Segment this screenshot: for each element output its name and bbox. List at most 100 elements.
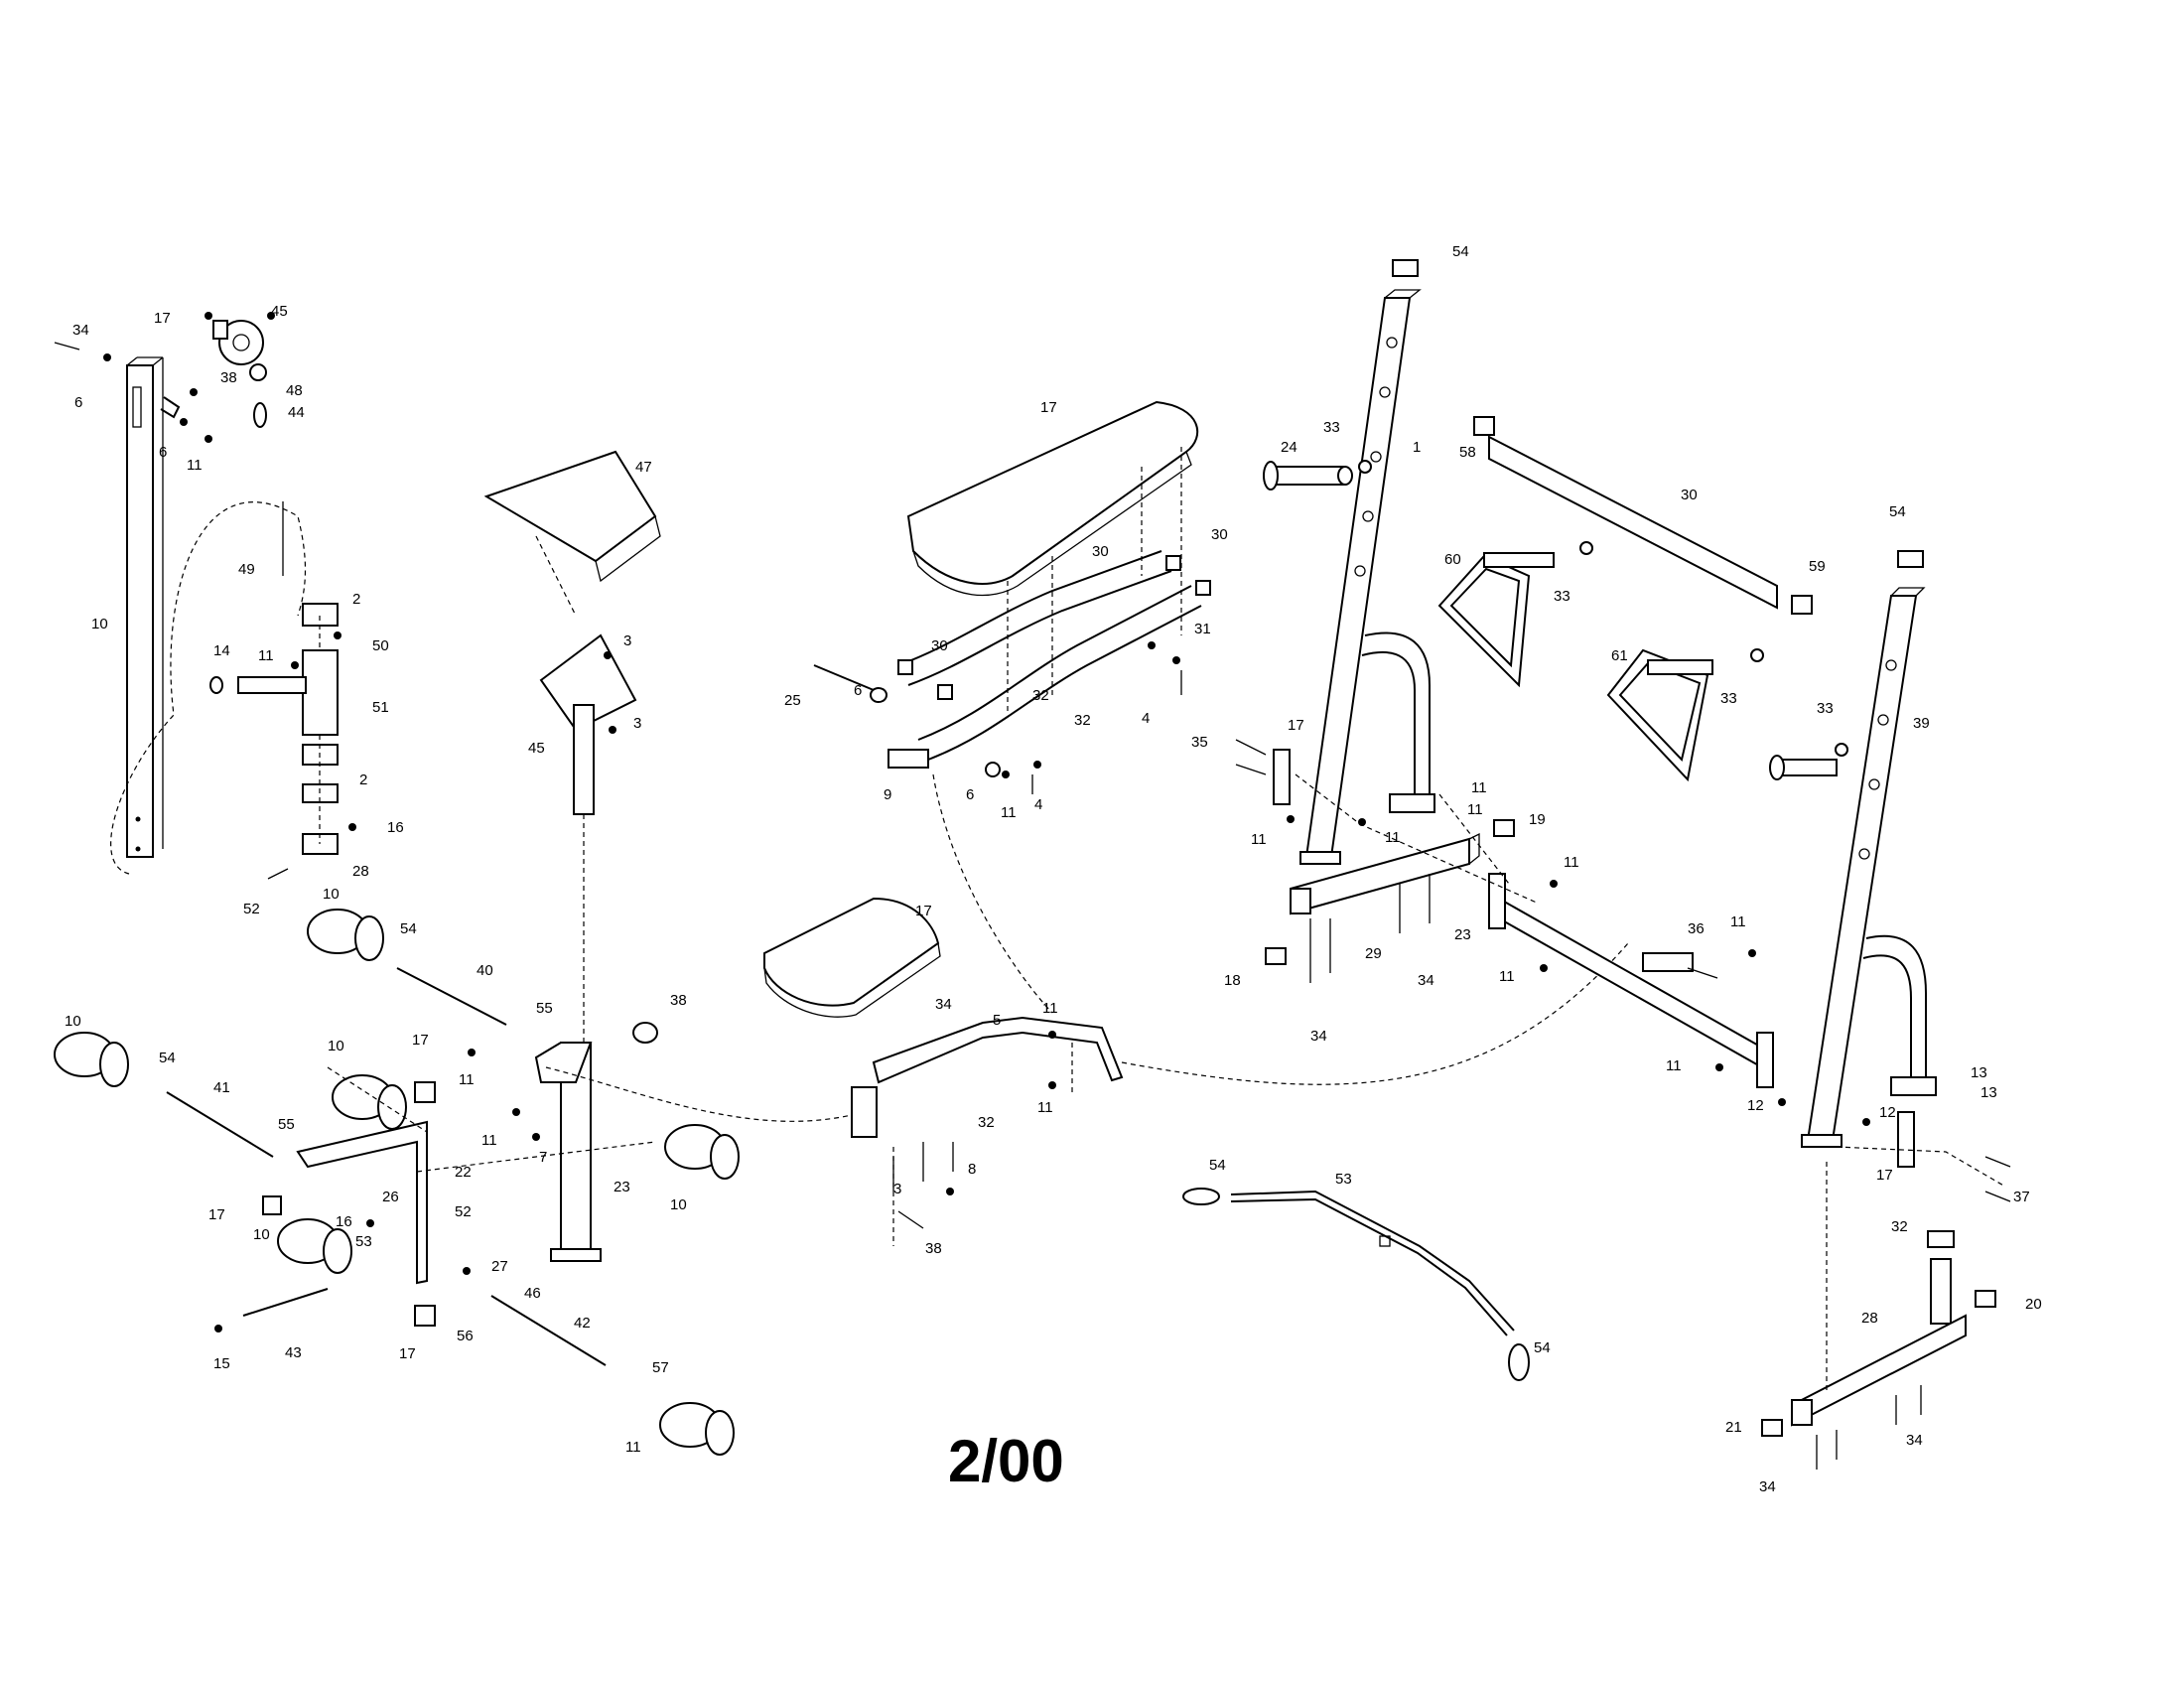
backrest-pad-15 (906, 400, 1199, 715)
label-17g: 20 (2025, 1296, 2042, 1313)
label-7: 8 (968, 1161, 976, 1178)
label-11e: 11 (1001, 804, 1017, 821)
label-20: 23 (1454, 926, 1471, 943)
label-11: 11 (187, 457, 203, 474)
label-12b: 15 (213, 1355, 230, 1372)
label-11s: 13 (1980, 1084, 1997, 1101)
label-22: 25 (784, 692, 801, 709)
label-6e: 7 (539, 1149, 547, 1166)
label-17: 17 (154, 310, 171, 327)
label-11m: 11 (1499, 968, 1515, 985)
label-48: 52 (243, 901, 260, 917)
label-13b: 16 (336, 1213, 352, 1230)
label-30b: 32 (1074, 712, 1091, 729)
safety-pin-58 (1769, 743, 1848, 780)
label-32c: 33 (1720, 690, 1737, 707)
label-50: 53 (355, 1233, 372, 1250)
label-16b: 17 (1876, 1167, 1893, 1184)
label-24: 28 (352, 863, 369, 880)
label-21: 24 (1281, 439, 1297, 456)
seat-pad-14 (763, 897, 941, 1018)
label-17e: 18 (1224, 972, 1241, 989)
label-10f: 11 (625, 1439, 641, 1456)
label-29: 30 (1681, 487, 1698, 503)
leg-lift-assembly (54, 909, 865, 1456)
curl-bar-51 (1182, 1188, 1530, 1381)
label-38b: 41 (213, 1079, 230, 1096)
label-14: 17 (915, 903, 932, 919)
label-53b: 54 (1889, 503, 1906, 520)
label-45: 48 (286, 382, 303, 399)
base-crossmember-20 (1488, 873, 1774, 1088)
label-11k: 11 (1467, 801, 1483, 818)
date-code: 2/00 (948, 1428, 1064, 1494)
label-52: 54 (1209, 1157, 1226, 1174)
label-39: 43 (285, 1344, 302, 1361)
safety-pin-21 (1263, 460, 1372, 491)
label-8: 9 (884, 786, 891, 803)
label-52b: 54 (1534, 1339, 1551, 1356)
label-32b: 33 (1554, 588, 1570, 605)
label-54e: 56 (457, 1328, 474, 1344)
label-47: 51 (372, 699, 389, 716)
label-55: 58 (1459, 444, 1476, 461)
bracket-16 (1235, 739, 2011, 1202)
label-13: 16 (387, 819, 404, 836)
label-10d: 10 (253, 1226, 270, 1243)
label-2: 2 (352, 591, 360, 608)
label-17b: 17 (412, 1032, 429, 1049)
label-4b: 4 (1142, 710, 1150, 727)
label-11q: 12 (1879, 1104, 1896, 1121)
label-34c: 35 (1191, 734, 1208, 751)
label-33b: 34 (1418, 972, 1434, 989)
label-31: 32 (1891, 1218, 1908, 1235)
label-10: 10 (323, 886, 340, 903)
label-43: 46 (524, 1285, 541, 1302)
label-10b: 10 (65, 1013, 81, 1030)
preacher-curl-pad-44 (483, 450, 661, 1043)
label-54b: 54 (159, 1050, 176, 1066)
label-36: 38 (670, 992, 687, 1009)
crossbar-29 (1473, 416, 1813, 615)
label-19: 23 (614, 1179, 630, 1195)
label-33d: 34 (1759, 1478, 1776, 1495)
label-6: 6 (74, 394, 82, 411)
upright-37 (1801, 550, 1937, 1148)
label-11d: 11 (481, 1132, 497, 1149)
label-12: 14 (213, 642, 230, 659)
label-32d: 33 (1817, 700, 1834, 717)
label-11i: 11 (1385, 829, 1401, 846)
label-16: 17 (1288, 717, 1304, 734)
label-3b: 3 (633, 715, 641, 732)
label-53: 54 (1452, 243, 1469, 260)
label-45b: 49 (238, 561, 255, 578)
label-51: 53 (1335, 1171, 1352, 1188)
label-57: 61 (1611, 647, 1628, 664)
label-56: 60 (1444, 551, 1461, 568)
label-46: 50 (372, 637, 389, 654)
label-34d: 36 (1688, 920, 1705, 937)
label-9: 10 (91, 616, 108, 632)
label-11f: 11 (1042, 1000, 1058, 1017)
label-34b: 34 (935, 996, 952, 1013)
label-3c: 3 (893, 1181, 901, 1197)
seat-frame-5 (851, 942, 1629, 1246)
label-30: 31 (1194, 621, 1211, 637)
label-23: 26 (382, 1189, 399, 1205)
base-25 (1761, 1162, 1996, 1470)
label-54: 54 (400, 920, 417, 937)
label-11h: 11 (1251, 831, 1267, 848)
label-18: 22 (455, 1164, 472, 1181)
label-30d: 32 (1032, 687, 1049, 704)
label-44: 47 (635, 459, 652, 476)
label-42: 45 (528, 740, 545, 757)
label-34e: 37 (2013, 1189, 2030, 1205)
label-6b: 6 (159, 444, 167, 461)
label-54d: 55 (536, 1000, 553, 1017)
label-55b: 59 (1809, 558, 1826, 575)
label-11r: 13 (1971, 1064, 1987, 1081)
label-6d: 6 (966, 786, 974, 803)
swivel-column-47 (209, 501, 356, 880)
label-11b: 11 (258, 647, 274, 664)
